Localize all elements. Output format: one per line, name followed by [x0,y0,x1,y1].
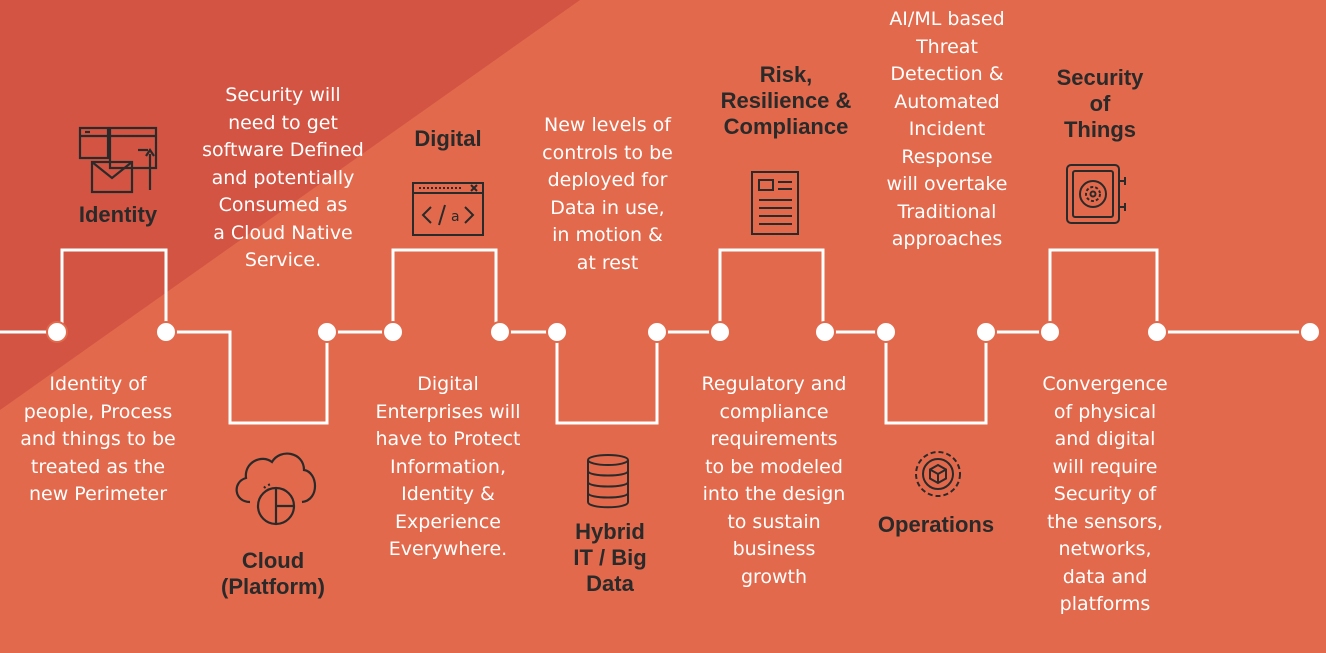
document-icon [750,170,800,236]
timeline-node [1146,321,1168,343]
stage-description-operations: AI/ML based Threat Detection & Automated… [886,8,1008,250]
stage-description-cloud: Security will need to get software Defin… [202,84,364,271]
stage-description-things: Convergence of physical and digital will… [1042,373,1168,615]
code-window-icon: a [411,181,485,237]
safe-icon [1065,163,1129,229]
timeline-node [46,321,68,343]
stage-description-identity: Identity of people, Process and things t… [20,373,176,505]
timeline-node [155,321,177,343]
timeline-node [316,321,338,343]
timeline-node [546,321,568,343]
cloud-chart-icon [228,446,322,530]
stage-title-operations: Operations [877,512,995,537]
stage-title-risk: Risk, Resilience & Compliance [720,62,852,139]
timeline-node [1039,321,1061,343]
timeline-node [975,321,997,343]
gear-icon [910,446,966,502]
database-icon [585,453,631,509]
stage-description-hybrid-it: New levels of controls to be deployed fo… [542,114,673,274]
timeline-node [382,321,404,343]
timeline-node [875,321,897,343]
stage-title-cloud: Cloud (Platform) [221,548,325,599]
stage-title-things: Security of Things [1056,65,1144,142]
stage-description-risk: Regulatory and compliance requirements t… [701,373,847,588]
stage-description-digital: Digital Enterprises will have to Protect… [375,373,521,560]
timeline-node [489,321,511,343]
stage-title-identity: Identity [78,202,158,227]
timeline-node [814,321,836,343]
identity-documents-icon [78,126,158,196]
stage-title-hybrid-it: Hybrid IT / Big Data [573,519,647,596]
stage-title-digital: Digital [414,126,482,151]
timeline-node [709,321,731,343]
svg-text:a: a [451,209,460,225]
timeline-node [1299,321,1321,343]
timeline-node [646,321,668,343]
